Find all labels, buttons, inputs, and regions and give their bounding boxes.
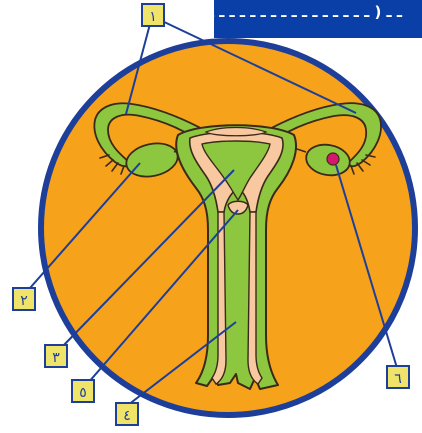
label-6: ٦ <box>387 366 409 388</box>
label-2-text: ٢ <box>20 293 28 309</box>
title-banner-overlay-text: ـ ـ ( ـ ـ ـ ـ ـ ـ ـ ـ ـ ـ ـ ـ ـ ـ ـ ـ ـ … <box>188 3 402 21</box>
label-2: ٢ <box>13 288 35 310</box>
label-3: ٣ <box>45 345 67 367</box>
title-banner-overlay: ـ ـ ( ـ ـ ـ ـ ـ ـ ـ ـ ـ ـ ـ ـ ـ ـ ـ ـ ـ … <box>214 0 422 38</box>
label-4: ٤ <box>116 403 138 425</box>
label-6-text: ٦ <box>394 371 402 387</box>
label-4-text: ٤ <box>123 408 131 424</box>
ovum <box>327 153 339 165</box>
label-3-text: ٣ <box>52 350 60 366</box>
label-1: ١ <box>142 4 164 26</box>
label-5-text: ٥ <box>79 385 87 401</box>
label-1-text: ١ <box>149 9 157 25</box>
label-5: ٥ <box>72 380 94 402</box>
